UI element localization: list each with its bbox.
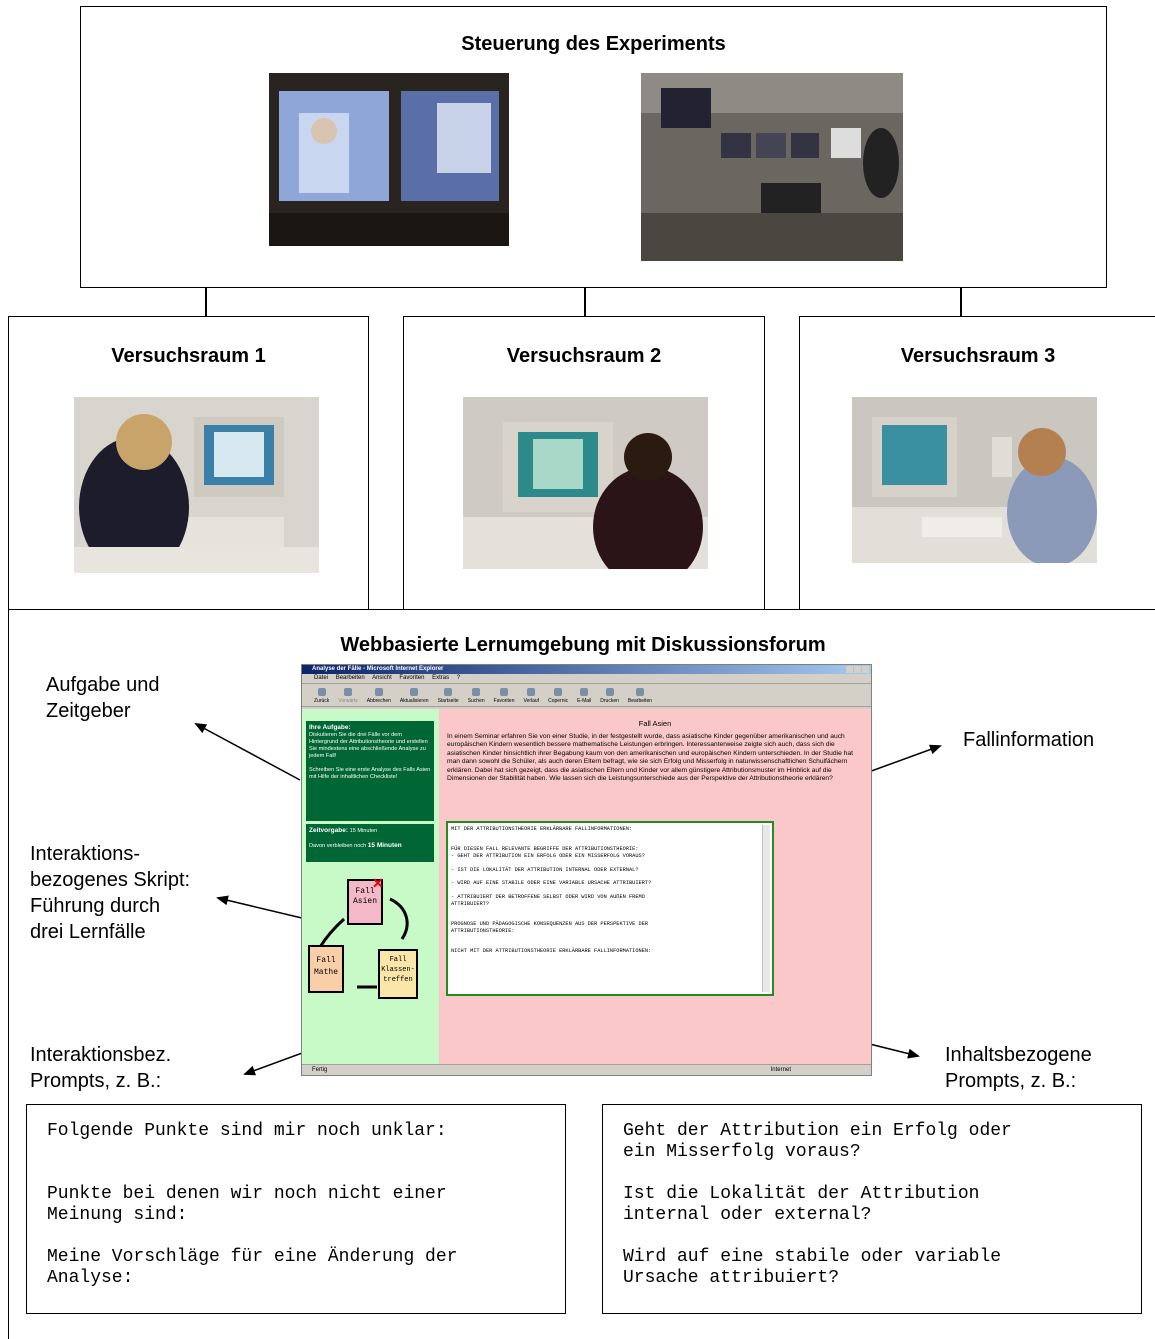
interaction-prompt-box: Folgende Punkte sind mir noch unklar: Pu… (26, 1104, 566, 1314)
label-content-prompts: Inhaltsbezogene Prompts, z. B.: (945, 1044, 1092, 1092)
room-box-3: Versuchsraum 3 (799, 316, 1155, 612)
label-task-timer: Aufgabe und Zeitgeber (46, 674, 165, 722)
room-photo-2 (463, 397, 708, 569)
browser-titlebar: Analyse der Fälle - Microsoft Internet E… (302, 665, 871, 674)
toolbar-copernic-button[interactable]: Copernic (548, 688, 568, 706)
arrow-interaction-script (216, 895, 307, 920)
label-interaction-prompts: Interaktionsbez. Prompts, z. B.: (30, 1044, 172, 1092)
room-title: Versuchsraum 1 (111, 345, 266, 367)
task-heading: Ihre Aufgabe: (309, 724, 351, 731)
case-card-klassentreffen[interactable]: Fall Klassen- treffen (378, 949, 418, 999)
room-title: Versuchsraum 3 (900, 345, 1056, 367)
toolbar-forward-button[interactable]: Vorwärts (338, 688, 358, 706)
time-value: 15 Minuten (349, 828, 378, 834)
control-title: Steuerung des Experiments (461, 33, 726, 55)
toolbar-print-button[interactable]: Drucken (600, 688, 619, 706)
menu-item[interactable]: Ansicht (372, 675, 392, 681)
label-case-info: Fallinformation (963, 729, 1095, 751)
toolbar-refresh-button[interactable]: Aktualisieren (400, 688, 429, 706)
connector-vertical-1 (205, 286, 207, 316)
browser-window: Analyse der Fälle - Microsoft Internet E… (301, 664, 872, 1076)
textarea-scrollbar[interactable] (762, 825, 770, 992)
toolbar-back-button[interactable]: Zurück (314, 688, 329, 706)
toolbar-history-button[interactable]: Verlauf (524, 688, 539, 706)
window-controls[interactable] (846, 666, 869, 673)
case-card-asien[interactable]: Fall Asien (347, 879, 383, 925)
toolbar-stop-button[interactable]: Abbrechen (367, 688, 391, 706)
toolbar-search-button[interactable]: Suchen (468, 688, 485, 706)
label-interaction-script: Interaktions- bezogenes Skript: Führung … (30, 843, 191, 943)
task-text: Diskutieren Sie die drei Fälle vor dem H… (309, 732, 428, 759)
menu-item[interactable]: Datei (314, 675, 329, 681)
right-pane: Fall Asien In einem Seminar erfahren Sie… (439, 709, 871, 1065)
analysis-text: MIT DER ATTRIBUTIONSTHEORIE ERKLÄRBARE F… (451, 826, 652, 955)
timer-box: Zeitvorgabe: 15 Minuten Davon verbleiben… (306, 824, 434, 862)
room-title: Versuchsraum 2 (506, 345, 662, 367)
time-remaining-label: Davon verbleiben noch (309, 843, 367, 849)
control-box: Steuerung des Experiments (80, 6, 1107, 288)
menu-item[interactable]: ? (456, 675, 461, 681)
room-photo-1 (74, 397, 319, 573)
menu-item[interactable]: Favoriten (399, 675, 425, 681)
time-heading: Zeitvorgabe: (309, 827, 349, 834)
task-text-2: Schreiben Sie eine erste Analyse des Fal… (309, 767, 431, 780)
analysis-textarea[interactable]: MIT DER ATTRIBUTIONSTHEORIE ERKLÄRBARE F… (446, 821, 774, 996)
menu-item[interactable]: Bearbeiten (335, 675, 365, 681)
case-text: In einem Seminar erfahren Sie von einer … (447, 733, 853, 783)
control-photo-room (641, 73, 903, 261)
connector-vertical-2 (584, 286, 586, 316)
connector-vertical-3 (960, 286, 962, 316)
browser-toolbar: Zurück Vorwärts Abbrechen Aktualisieren … (302, 684, 871, 707)
browser-menubar: Datei Bearbeiten Ansicht Favoriten Extra… (302, 674, 871, 684)
task-box: Ihre Aufgabe: Diskutieren Sie die drei F… (306, 721, 434, 821)
browser-statusbar: Fertig Internet (302, 1064, 871, 1075)
case-title: Fall Asien (638, 719, 672, 728)
case-card-mathe[interactable]: Fall Mathe (308, 945, 344, 993)
arrow-task-timer (194, 723, 301, 781)
close-icon: ✕ (372, 875, 384, 891)
toolbar-home-button[interactable]: Startseite (438, 688, 459, 706)
toolbar-email-button[interactable]: E-Mail (577, 688, 591, 706)
menu-item[interactable]: Extras (432, 675, 450, 681)
left-pane: Ihre Aufgabe: Diskutieren Sie die drei F… (302, 709, 439, 1065)
platform-title: Webbasierte Lernumgebung mit Diskussions… (340, 634, 826, 656)
content-prompt-box: Geht der Attribution ein Erfolg oder ein… (602, 1104, 1142, 1314)
toolbar-favorites-button[interactable]: Favoriten (494, 688, 515, 706)
room-box-2: Versuchsraum 2 (403, 316, 765, 612)
status-right: Internet (770, 1067, 791, 1073)
control-photo-monitors (269, 73, 509, 246)
room-photo-3 (852, 397, 1097, 563)
browser-title: Analyse der Fälle - Microsoft Internet E… (312, 666, 444, 672)
time-remaining-value: 15 Minuten (367, 842, 402, 849)
browser-content: Ihre Aufgabe: Diskutieren Sie die drei F… (302, 709, 871, 1065)
toolbar-edit-button[interactable]: Bearbeiten (628, 688, 652, 706)
status-left: Fertig (312, 1067, 328, 1073)
room-box-1: Versuchsraum 1 (8, 316, 369, 612)
